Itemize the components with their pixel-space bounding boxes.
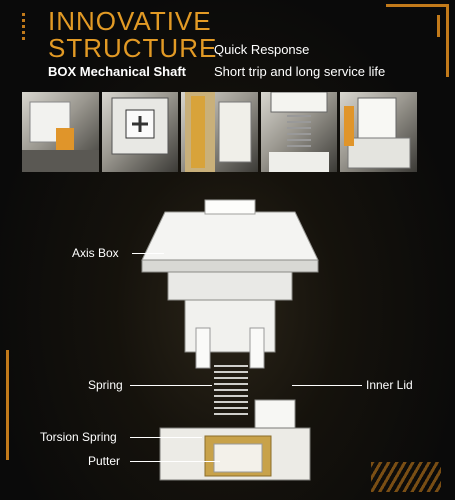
label-axis-box: Axis Box [72,246,119,260]
spring-coil [214,365,248,415]
axis-box-keycap [141,199,319,301]
switch-base [159,427,311,481]
torsion-spring-leader [130,437,202,438]
switch-side-photo [22,92,99,172]
photo-strip [22,92,417,172]
title-line-1: INNOVATIVE [48,6,212,36]
label-spring: Spring [88,378,123,392]
inner-lid-leader [292,385,362,386]
label-inner-lid: Inner Lid [366,378,413,392]
label-putter: Putter [88,454,121,468]
axis-box-leader [132,253,164,254]
switch-spring-photo [260,92,338,172]
switch-housing-photo [340,92,417,172]
subtitle: BOX Mechanical Shaft [48,64,186,79]
stripe-accent [371,462,441,492]
corner-frame-top-right [386,4,449,77]
side-frame-left [6,350,17,460]
feature-service-life: Short trip and long service life [214,64,386,79]
switch-stem-photo [181,92,258,172]
decor-dots [22,10,38,50]
title-line-2: STRUCTURE [48,33,218,63]
label-torsion-spring: Torsion Spring [40,430,117,444]
feature-quick-response: Quick Response [214,42,310,57]
switch-top-photo [101,92,179,172]
stem [184,299,276,369]
putter-leader [130,461,220,462]
spring-leader [130,385,212,386]
